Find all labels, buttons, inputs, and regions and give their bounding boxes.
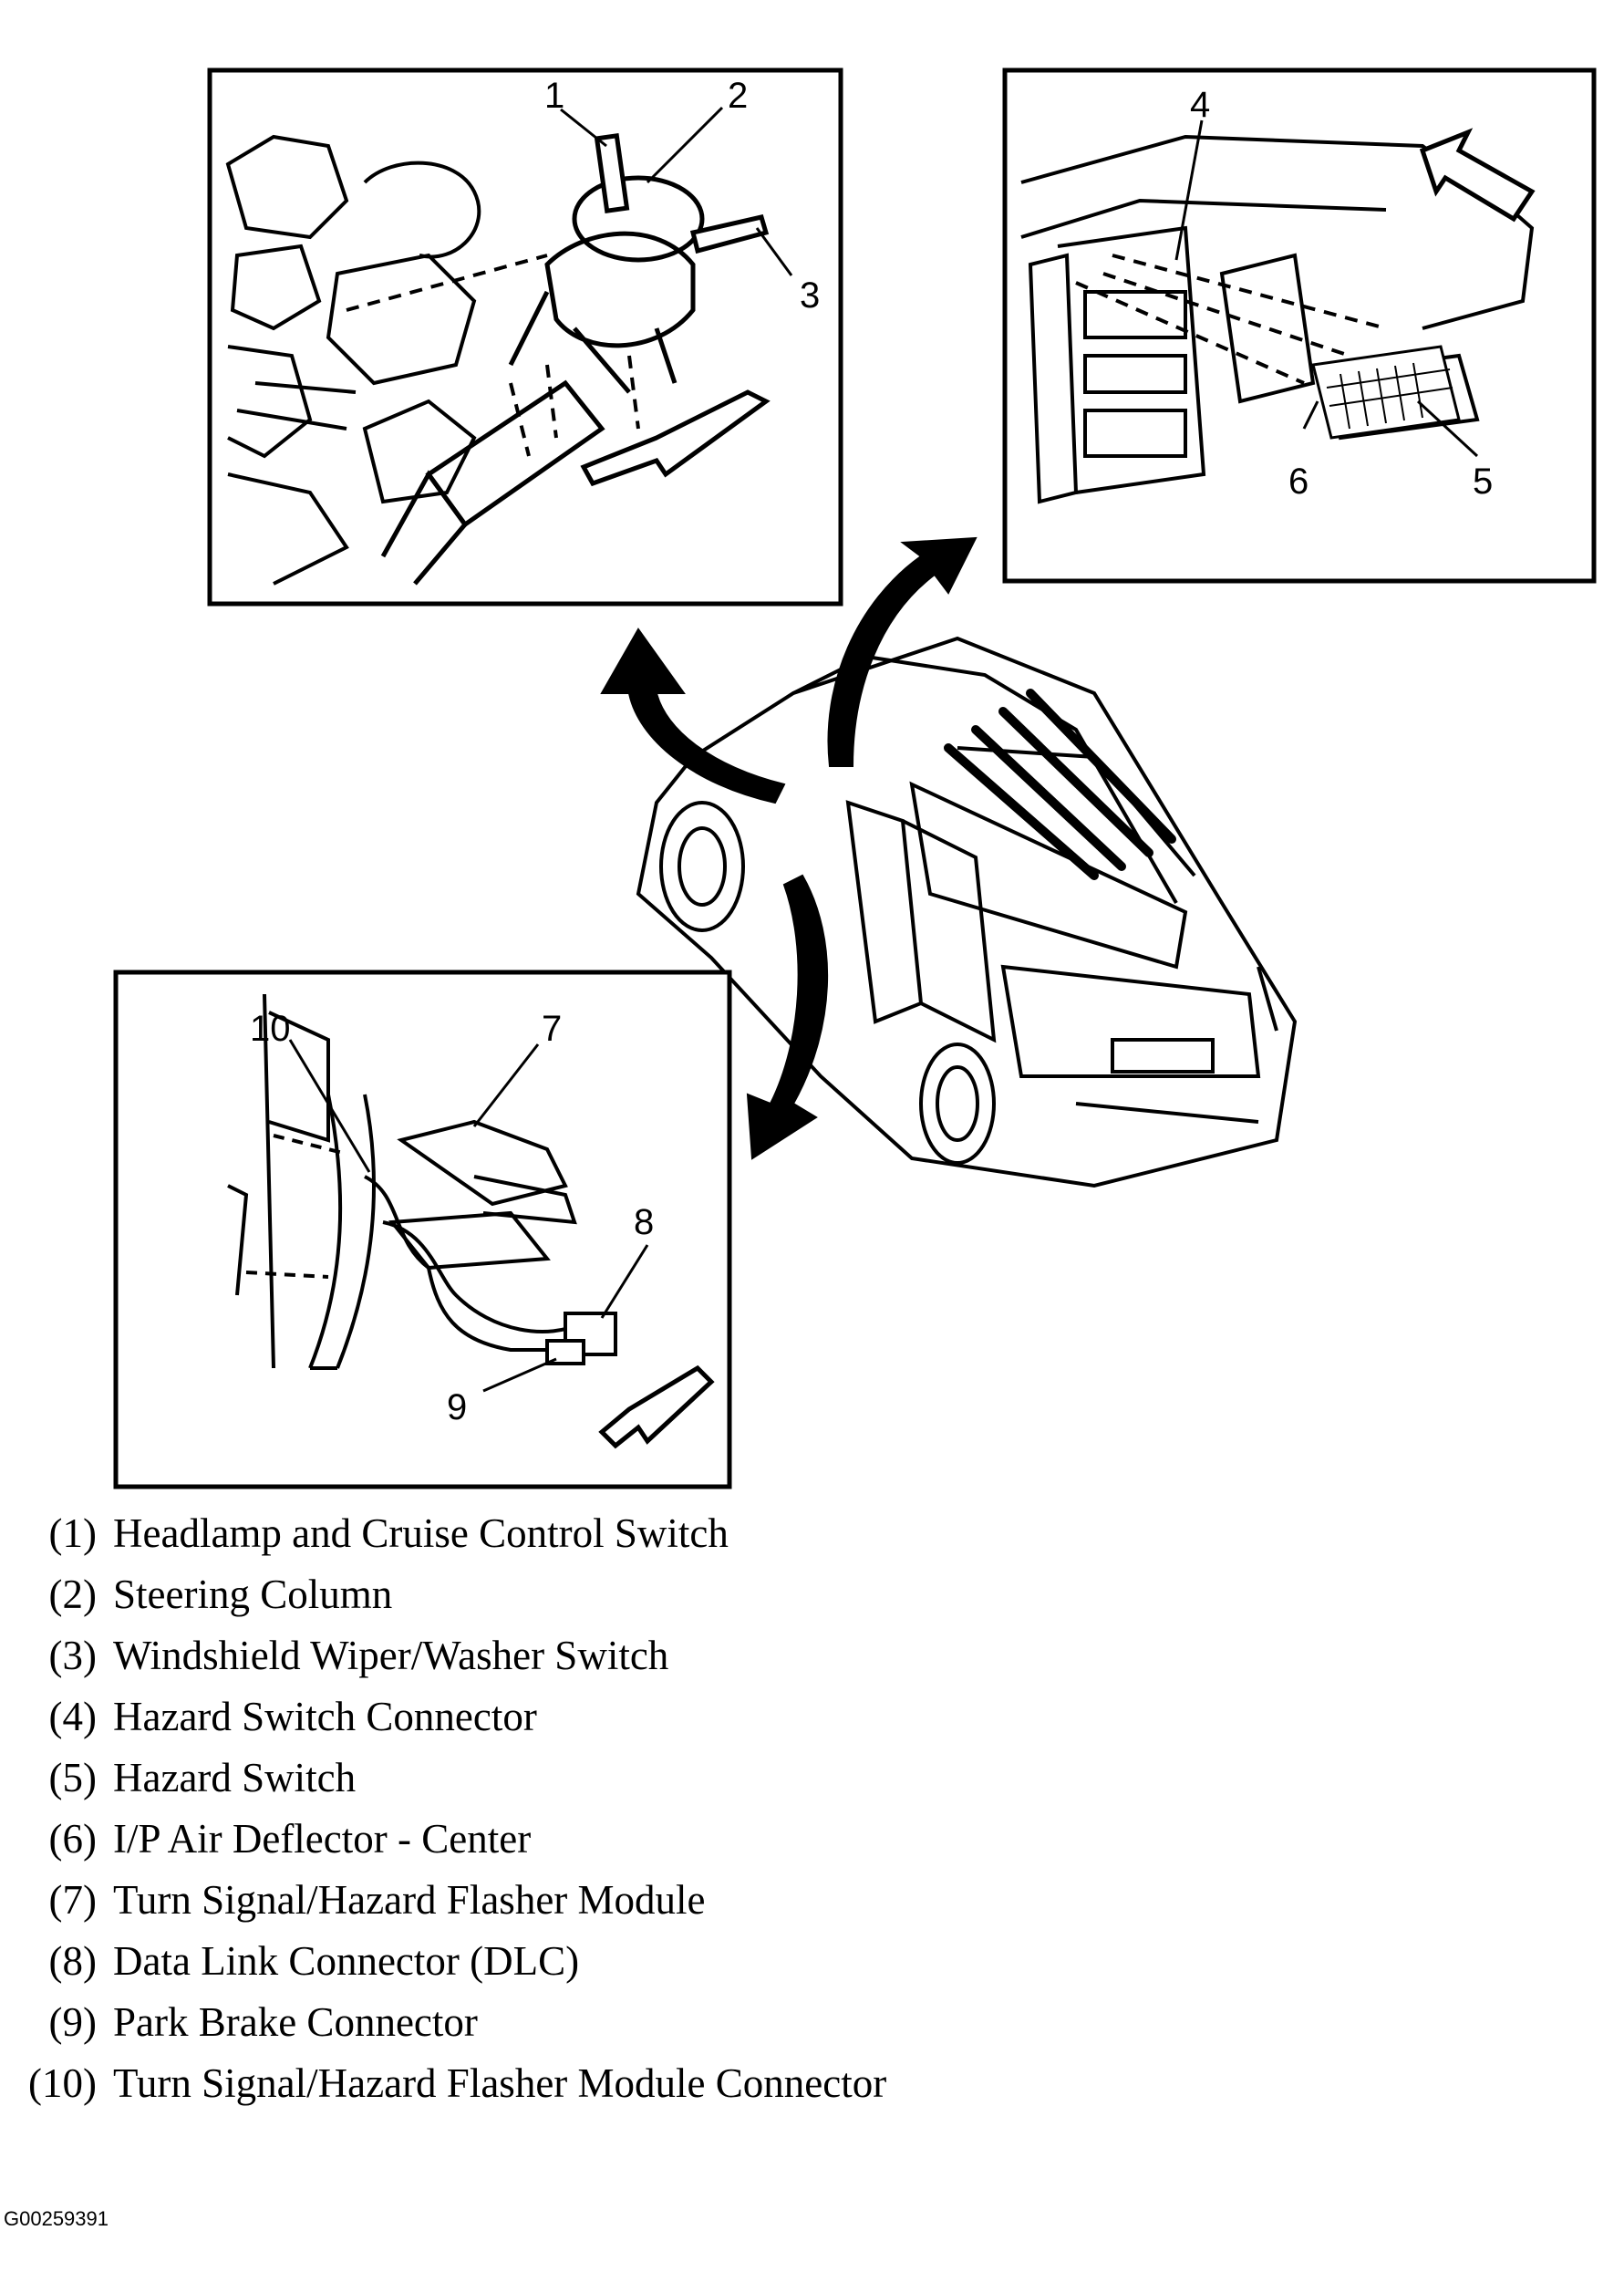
legend-number: (6) — [48, 1816, 97, 1862]
legend-text: Windshield Wiper/Washer Switch — [113, 1633, 669, 1678]
legend-text: Hazard Switch Connector — [113, 1694, 537, 1739]
legend-number: (4) — [48, 1694, 97, 1739]
pointer-arrows — [600, 536, 978, 1160]
callout-7: 7 — [542, 1009, 562, 1049]
legend-number: (10) — [28, 2060, 97, 2106]
inset-steering-column: 1 2 3 — [207, 67, 843, 607]
legend-number: (7) — [48, 1877, 97, 1923]
inset-flasher-module: 10 7 8 9 — [113, 970, 732, 1489]
legend-item: (10) Turn Signal/Hazard Flasher Module Co… — [9, 2059, 886, 2107]
figure-id: G00259391 — [4, 2207, 109, 2230]
callout-9: 9 — [447, 1387, 467, 1427]
vehicle-illustration — [636, 636, 1298, 1188]
legend-number: (5) — [48, 1755, 97, 1800]
legend-text: Data Link Connector (DLC) — [113, 1938, 580, 1984]
callout-1: 1 — [544, 76, 564, 116]
legend-number: (1) — [48, 1510, 97, 1556]
callout-4: 4 — [1190, 85, 1210, 125]
legend-item: (9) Park Brake Connector — [9, 1998, 478, 2046]
legend-text: Turn Signal/Hazard Flasher Module Connec… — [113, 2060, 887, 2106]
legend-item: (2) Steering Column — [9, 1571, 393, 1618]
callout-5: 5 — [1473, 462, 1493, 502]
callout-8: 8 — [634, 1202, 654, 1242]
inset-hazard-switch: 4 5 6 — [1002, 67, 1597, 584]
callout-3: 3 — [800, 275, 820, 316]
legend-text: I/P Air Deflector - Center — [113, 1816, 532, 1862]
legend-number: (9) — [48, 1999, 97, 2045]
legend-item: (4) Hazard Switch Connector — [9, 1693, 537, 1740]
legend-number: (8) — [48, 1938, 97, 1984]
legend-text: Hazard Switch — [113, 1755, 357, 1800]
legend-item: (1) Headlamp and Cruise Control Switch — [9, 1509, 729, 1557]
legend-item: (5) Hazard Switch — [9, 1754, 357, 1801]
legend-text: Park Brake Connector — [113, 1999, 478, 2045]
legend-text: Turn Signal/Hazard Flasher Module — [113, 1877, 706, 1923]
legend-text: Steering Column — [113, 1572, 393, 1617]
legend-text: Headlamp and Cruise Control Switch — [113, 1510, 729, 1556]
callout-10: 10 — [250, 1009, 291, 1049]
legend: (1) Headlamp and Cruise Control Switch (2… — [0, 1509, 1624, 2148]
legend-item: (6) I/P Air Deflector - Center — [9, 1815, 532, 1862]
legend-item: (8) Data Link Connector (DLC) — [9, 1937, 580, 1985]
legend-item: (7) Turn Signal/Hazard Flasher Module — [9, 1876, 706, 1924]
legend-number: (2) — [48, 1572, 97, 1617]
callout-2: 2 — [728, 76, 748, 116]
legend-item: (3) Windshield Wiper/Washer Switch — [9, 1632, 669, 1679]
callout-6: 6 — [1288, 462, 1309, 502]
legend-number: (3) — [48, 1633, 97, 1678]
component-location-diagram: 1 2 3 — [113, 67, 1597, 1489]
